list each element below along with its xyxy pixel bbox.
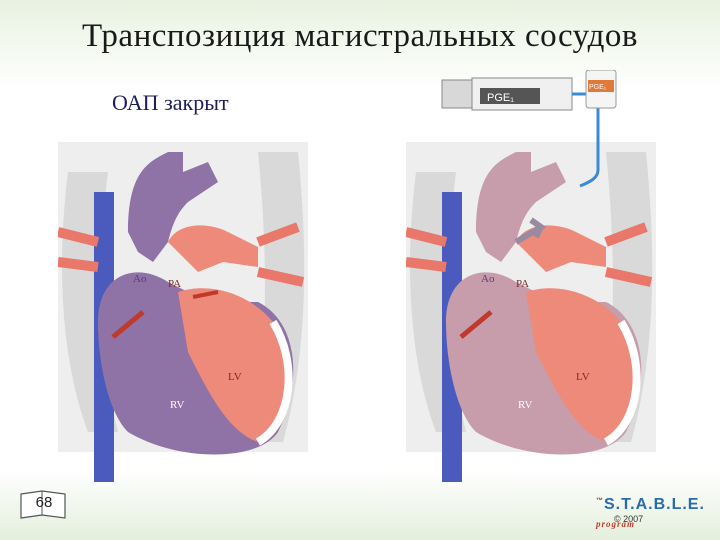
syringe-plunger-icon [442, 80, 472, 108]
logo-text: S.T.A.B.L.E. [604, 496, 705, 513]
label-ao: Ao [481, 273, 495, 285]
copyright: © 2007 [614, 514, 643, 524]
label-pa: PA [516, 278, 529, 290]
vial-label: PGE₁ [589, 84, 607, 91]
syringe-pge1-icon: PGE₁ PGE₁ [440, 70, 630, 190]
label-pa: PA [168, 278, 181, 290]
page-number: 68 [22, 494, 66, 511]
syringe-label: PGE₁ [487, 92, 514, 104]
label-lv: LV [576, 371, 590, 383]
slide-subtitle: ОАП закрыт [112, 90, 229, 116]
label-rv: RV [518, 399, 532, 411]
label-lv: LV [228, 371, 242, 383]
heart-illustration-duct-closed: Ao PA LV RV [58, 132, 308, 482]
label-ao: Ao [133, 273, 147, 285]
logo-tm: ™ [596, 498, 604, 505]
label-rv: RV [170, 399, 184, 411]
slide-title: Транспозиция магистральных сосудов [0, 18, 720, 55]
